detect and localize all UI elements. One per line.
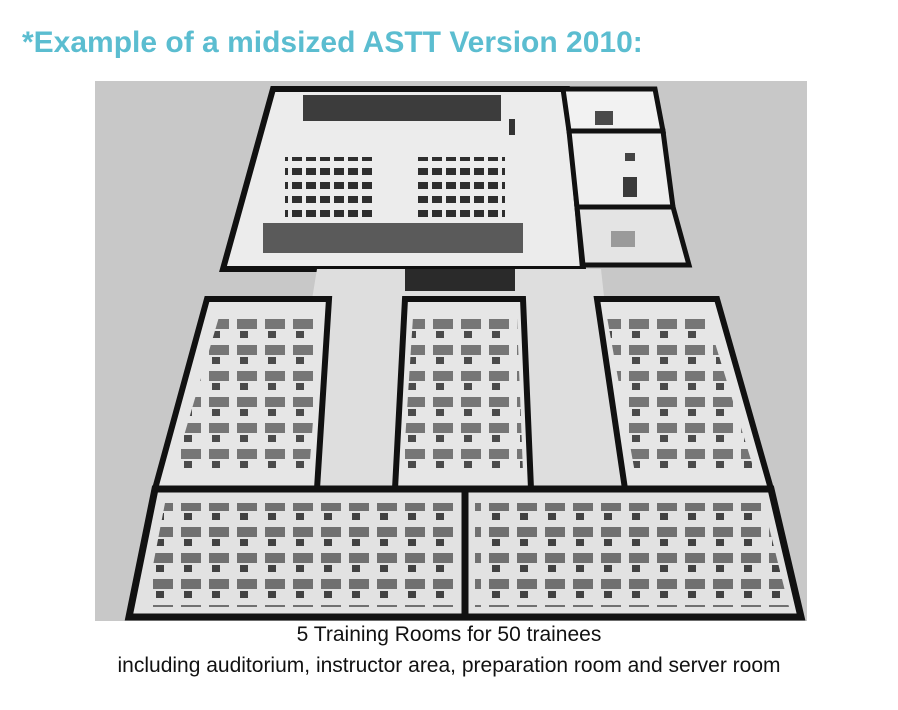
training-room-3 — [593, 296, 775, 492]
floor-plan-render — [95, 81, 807, 621]
server-room — [560, 86, 667, 134]
training-room-2 — [391, 296, 535, 492]
instructor-area — [574, 204, 693, 268]
preparation-room — [566, 128, 676, 210]
caption-line-1: 5 Training Rooms for 50 trainees — [296, 623, 602, 646]
training-room-5 — [461, 485, 806, 621]
floor-plan-figure — [95, 81, 807, 621]
caption-line-2: including auditorium, instructor area, p… — [117, 654, 781, 677]
training-room-4 — [124, 485, 469, 621]
page-title: *Example of a midsized ASTT Version 2010… — [22, 26, 643, 59]
auditorium — [219, 86, 587, 272]
